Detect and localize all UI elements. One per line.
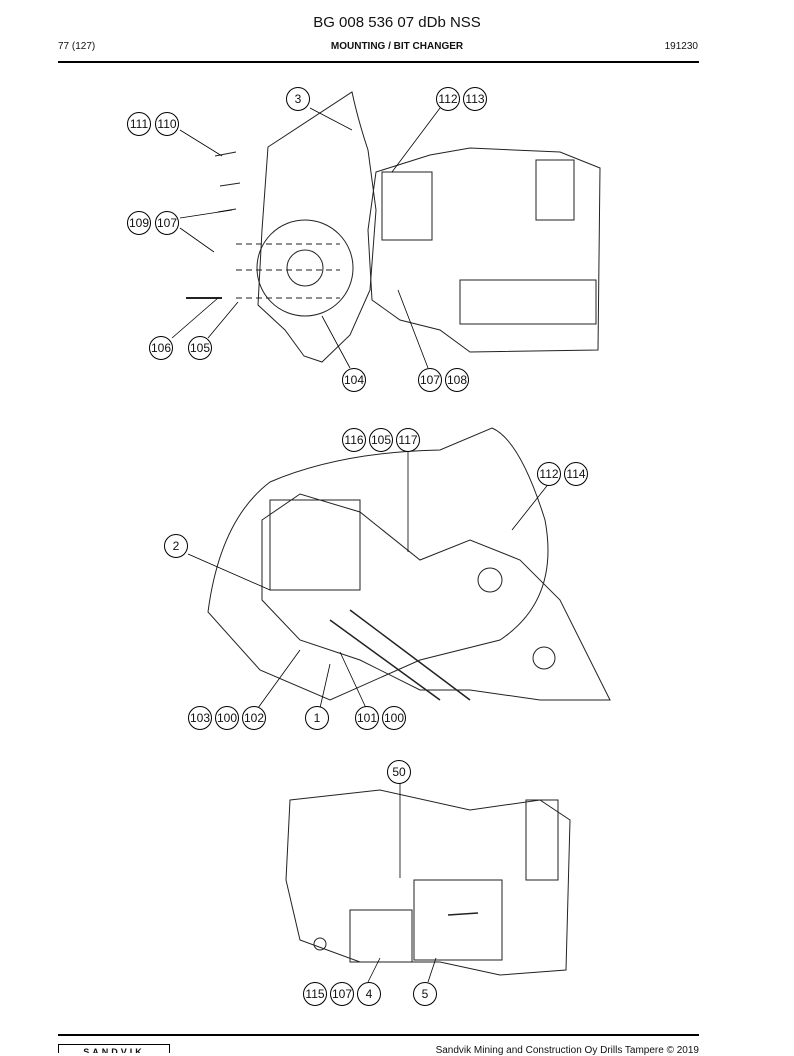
callout-2: 2 <box>164 534 188 558</box>
document-title: BG 008 536 07 dDb NSS <box>313 14 481 31</box>
callout-105: 105 <box>188 336 212 360</box>
slide-rail-1 <box>459 279 597 325</box>
section-title: MOUNTING / BIT CHANGER <box>330 41 464 52</box>
callout-4: 4 <box>357 982 381 1006</box>
copyright-notice: Sandvik Mining and Construction Oy Drill… <box>435 1045 699 1056</box>
callout-102: 102 <box>242 706 266 730</box>
cover-box-4 <box>349 909 413 963</box>
callout-5: 5 <box>413 982 437 1006</box>
hydraulic-assembly-3 <box>285 789 571 976</box>
bit-changer-assembly-2 <box>261 493 611 701</box>
clamp-block-3 <box>525 799 559 881</box>
rotator-2 <box>477 567 503 593</box>
callout-50: 50 <box>387 760 411 784</box>
gear-housing-1 <box>381 171 433 241</box>
callout-101: 101 <box>355 706 379 730</box>
mounting-plate-outline <box>257 91 377 363</box>
sandvik-logo: SANDVIK <box>58 1044 170 1053</box>
cover-box-5 <box>413 879 503 961</box>
cover-outline-2 <box>207 427 549 701</box>
rotator-2b <box>532 646 556 670</box>
callout-108: 108 <box>445 368 469 392</box>
callout-109: 109 <box>127 211 151 235</box>
plate-hub <box>256 219 354 317</box>
callout-3: 3 <box>286 87 310 111</box>
callout-114: 114 <box>564 462 588 486</box>
callout-117: 117 <box>396 428 420 452</box>
date-code: 191230 <box>664 41 698 52</box>
callout-104: 104 <box>342 368 366 392</box>
plate-hub-center <box>286 249 324 287</box>
callout-107b: 107 <box>418 368 442 392</box>
callout-100b: 100 <box>382 706 406 730</box>
callout-100: 100 <box>215 706 239 730</box>
callout-113: 113 <box>463 87 487 111</box>
bit-changer-assembly-1 <box>367 147 601 353</box>
callout-110: 110 <box>155 112 179 136</box>
callout-116: 116 <box>342 428 366 452</box>
callout-1: 1 <box>305 706 329 730</box>
callout-106: 106 <box>149 336 173 360</box>
leader-lines <box>171 107 551 983</box>
callout-111: 111 <box>127 112 151 136</box>
callout-112b: 112 <box>537 462 561 486</box>
callout-105b: 105 <box>369 428 393 452</box>
callout-115: 115 <box>303 982 327 1006</box>
callout-107: 107 <box>155 211 179 235</box>
header-rule <box>58 61 699 63</box>
callout-107c: 107 <box>330 982 354 1006</box>
clamp-block-1 <box>535 159 575 221</box>
fitting-3 <box>313 937 327 951</box>
callout-112: 112 <box>436 87 460 111</box>
gear-housing-2 <box>269 499 361 591</box>
footer-rule <box>58 1034 699 1036</box>
callout-103: 103 <box>188 706 212 730</box>
page-reference: 77 (127) <box>58 41 96 52</box>
